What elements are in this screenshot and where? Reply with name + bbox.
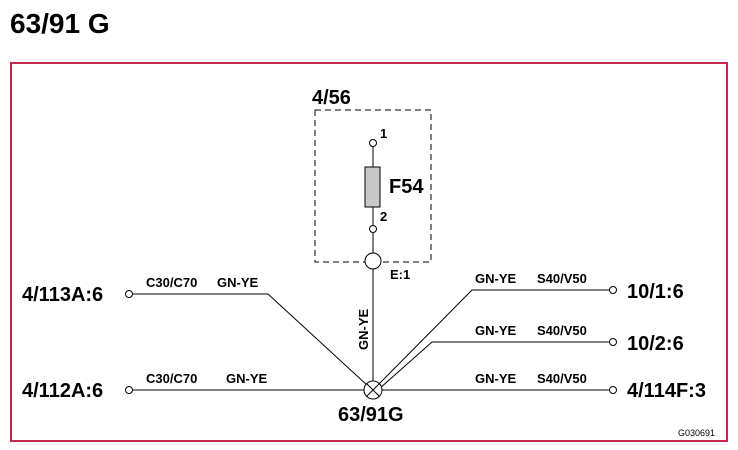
left-endpoint-1: 4/113A:6 [22, 284, 103, 306]
vertical-wire-label: GN-YE [356, 309, 371, 351]
right-code-1: S40/V50 [537, 271, 587, 286]
right-endpoint-1: 10/1:6 [627, 281, 684, 303]
right-terminal-3 [609, 386, 617, 394]
right-color-3: GN-YE [475, 371, 517, 386]
right-code-2: S40/V50 [537, 323, 587, 338]
right-terminal-1 [609, 286, 617, 294]
right-color-2: GN-YE [475, 323, 517, 338]
left-color-2: GN-YE [226, 371, 268, 386]
left-endpoint-2: 4/112A:6 [22, 380, 103, 402]
left-color-1: GN-YE [217, 275, 259, 290]
right-code-3: S40/V50 [537, 371, 587, 386]
left-wire-1 [133, 293, 369, 387]
fuse-pin-2-label: 2 [380, 209, 387, 224]
right-wire-1 [376, 289, 609, 387]
right-wire-2 [378, 341, 609, 390]
fuse-pin-1-terminal [369, 139, 377, 147]
left-code-1: C30/C70 [146, 275, 197, 290]
fuse-f54 [364, 166, 381, 208]
diagram-frame [10, 62, 728, 442]
figure-id: G030691 [678, 428, 715, 438]
right-endpoint-2: 10/2:6 [627, 333, 684, 355]
connector-e1 [364, 252, 382, 270]
box-label: 4/56 [312, 87, 351, 109]
fuse-pin-1-label: 1 [380, 126, 387, 141]
ground-label: 63/91G [338, 404, 404, 426]
fuse-label: F54 [389, 176, 424, 198]
left-terminal-2 [125, 386, 133, 394]
right-terminal-2 [609, 338, 617, 346]
ground-cross-b [366, 383, 380, 397]
left-terminal-1 [125, 290, 133, 298]
right-color-1: GN-YE [475, 271, 517, 286]
right-endpoint-3: 4/114F:3 [627, 380, 706, 402]
page-title: 63/91 G [10, 8, 110, 39]
left-code-2: C30/C70 [146, 371, 197, 386]
connector-label: E:1 [390, 267, 410, 282]
fuse-pin-2-terminal [369, 225, 377, 233]
